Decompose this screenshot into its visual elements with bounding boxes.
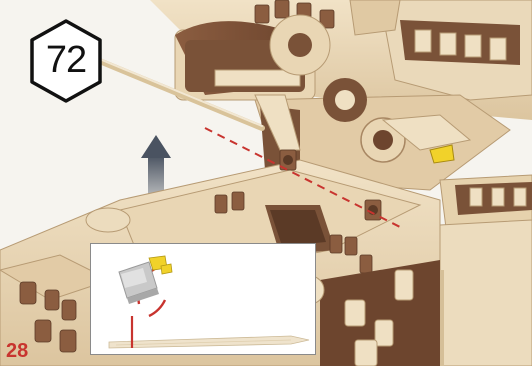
dowel-tip bbox=[109, 336, 309, 348]
glue-applicator-icon bbox=[119, 256, 172, 304]
glue-detail-illustration bbox=[91, 244, 317, 356]
detail-inset bbox=[90, 243, 316, 355]
step-badge: 72 bbox=[28, 18, 104, 104]
step-number: 72 bbox=[28, 40, 104, 80]
page-number: 28 bbox=[6, 340, 28, 362]
